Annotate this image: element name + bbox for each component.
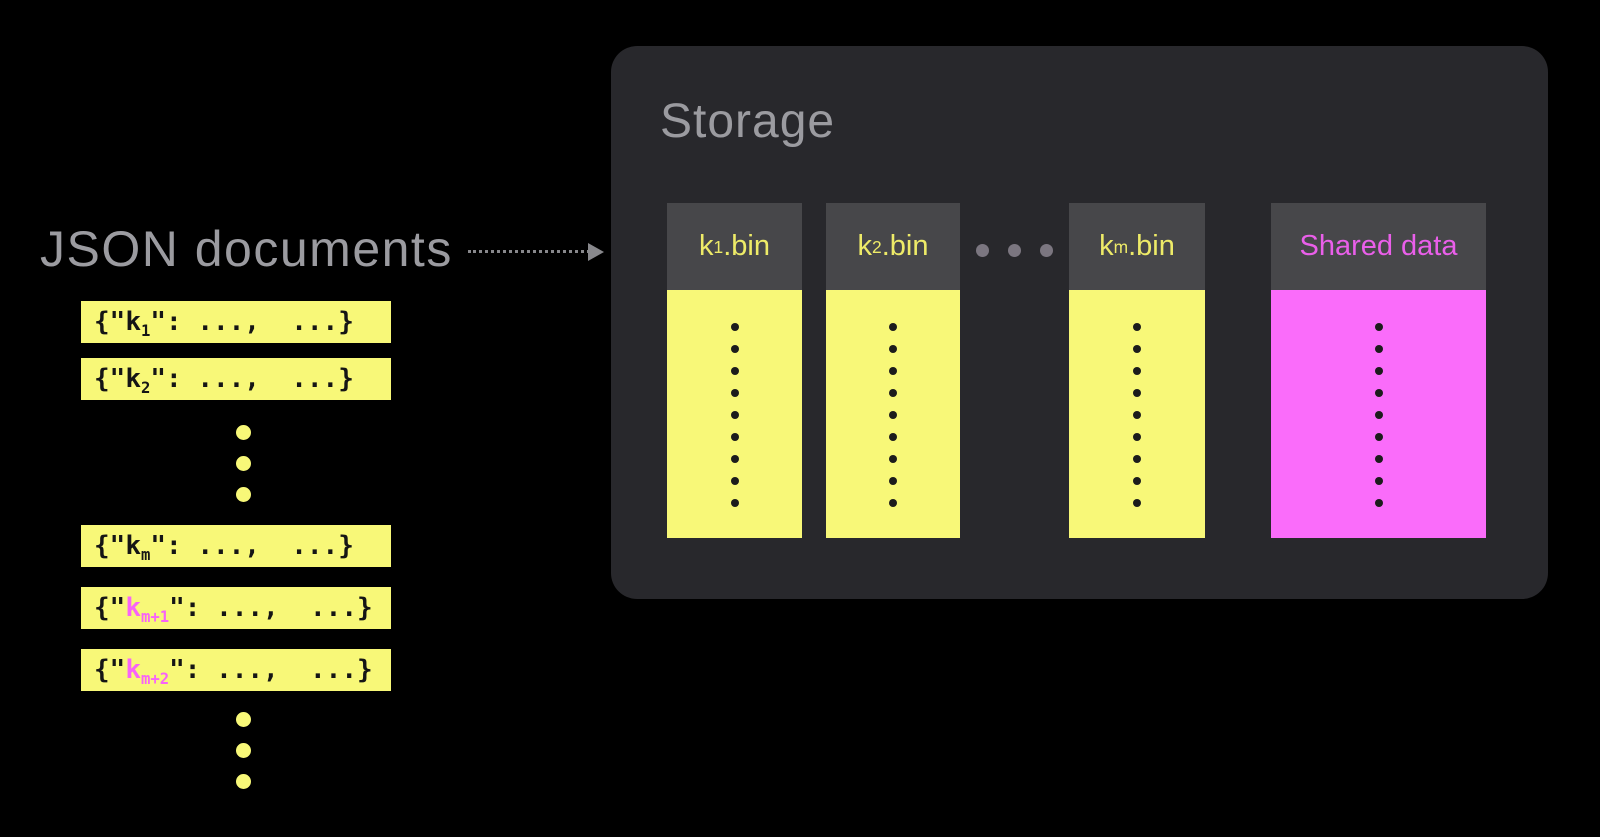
doc-text: {"k1": ..., ...} bbox=[94, 307, 354, 341]
dot bbox=[1374, 367, 1383, 375]
storage-title: Storage bbox=[660, 95, 836, 148]
dot bbox=[730, 323, 739, 331]
dot bbox=[889, 323, 897, 331]
json-documents-label: JSON documents bbox=[40, 221, 453, 277]
dot bbox=[889, 455, 897, 463]
json-doc-bar-km2: {"km+2": ..., ...} bbox=[81, 649, 391, 691]
dot bbox=[889, 433, 897, 441]
bin-records-dots bbox=[730, 290, 739, 538]
dot bbox=[889, 411, 897, 419]
json-doc-bar-km: {"km": ..., ...} bbox=[81, 525, 391, 567]
bin-contents-k1 bbox=[667, 290, 802, 538]
doc-key: k bbox=[125, 531, 141, 561]
dot bbox=[1133, 499, 1141, 507]
shared-data-contents bbox=[1271, 290, 1486, 538]
dot bbox=[889, 367, 897, 375]
dot bbox=[730, 433, 739, 441]
json-doc-bar-k1: {"k1": ..., ...} bbox=[81, 301, 391, 343]
dot bbox=[1374, 433, 1383, 441]
doc-key: k bbox=[125, 364, 141, 394]
dot bbox=[1133, 389, 1141, 397]
arrow-dotted-line bbox=[468, 250, 590, 253]
arrow-head-icon bbox=[588, 243, 604, 261]
dot bbox=[1374, 477, 1383, 485]
dot bbox=[236, 712, 251, 727]
dot bbox=[1133, 411, 1141, 419]
dot bbox=[730, 477, 739, 485]
doc-key: k bbox=[125, 307, 141, 337]
ellipsis-dots-vertical-bottom bbox=[236, 712, 251, 789]
dot bbox=[730, 389, 739, 397]
doc-key-highlighted: k bbox=[125, 593, 141, 623]
dot bbox=[1133, 455, 1141, 463]
doc-text: {"k2": ..., ...} bbox=[94, 364, 354, 398]
dot bbox=[730, 345, 739, 353]
dot bbox=[889, 499, 897, 507]
dot bbox=[1133, 433, 1141, 441]
dot bbox=[236, 774, 251, 789]
dot bbox=[1374, 411, 1383, 419]
dot bbox=[1374, 323, 1383, 331]
dot bbox=[976, 244, 989, 257]
dot bbox=[730, 411, 739, 419]
doc-key-subscript: m+2 bbox=[140, 670, 170, 689]
dot bbox=[1133, 323, 1141, 331]
dot bbox=[1374, 389, 1383, 397]
dot bbox=[730, 455, 739, 463]
dot bbox=[236, 743, 251, 758]
ellipsis-dots-vertical-top bbox=[236, 425, 251, 502]
doc-key-subscript: m+1 bbox=[140, 608, 170, 627]
bin-records-dots bbox=[1133, 290, 1141, 538]
bin-contents-km bbox=[1069, 290, 1205, 538]
doc-key-subscript: 2 bbox=[140, 379, 151, 398]
dot bbox=[1008, 244, 1021, 257]
dot bbox=[1374, 345, 1383, 353]
doc-key-highlighted: k bbox=[125, 655, 141, 685]
dot bbox=[1133, 477, 1141, 485]
json-doc-bar-km1: {"km+1": ..., ...} bbox=[81, 587, 391, 629]
doc-text: {"km": ..., ...} bbox=[94, 531, 354, 565]
dot bbox=[1040, 244, 1053, 257]
dot bbox=[236, 456, 251, 471]
json-doc-bar-k2: {"k2": ..., ...} bbox=[81, 358, 391, 400]
dot bbox=[236, 487, 251, 502]
dot bbox=[1374, 499, 1383, 507]
shared-records-dots bbox=[1374, 290, 1383, 538]
bin-records-dots bbox=[889, 290, 897, 538]
dot bbox=[730, 499, 739, 507]
bin-contents-k2 bbox=[826, 290, 960, 538]
dot bbox=[236, 425, 251, 440]
dot bbox=[889, 345, 897, 353]
dot bbox=[1133, 345, 1141, 353]
dot bbox=[1133, 367, 1141, 375]
dot bbox=[1374, 455, 1383, 463]
shared-data-label: Shared data bbox=[1271, 203, 1486, 290]
doc-text: {"km+2": ..., ...} bbox=[94, 655, 373, 689]
doc-key-subscript: m bbox=[140, 546, 151, 565]
ellipsis-dots-horizontal bbox=[976, 244, 1053, 257]
shared-data-column: Shared data bbox=[1271, 203, 1486, 538]
dot bbox=[889, 477, 897, 485]
dot bbox=[730, 367, 739, 375]
doc-text: {"km+1": ..., ...} bbox=[94, 593, 373, 627]
dot bbox=[889, 389, 897, 397]
doc-key-subscript: 1 bbox=[140, 322, 151, 341]
